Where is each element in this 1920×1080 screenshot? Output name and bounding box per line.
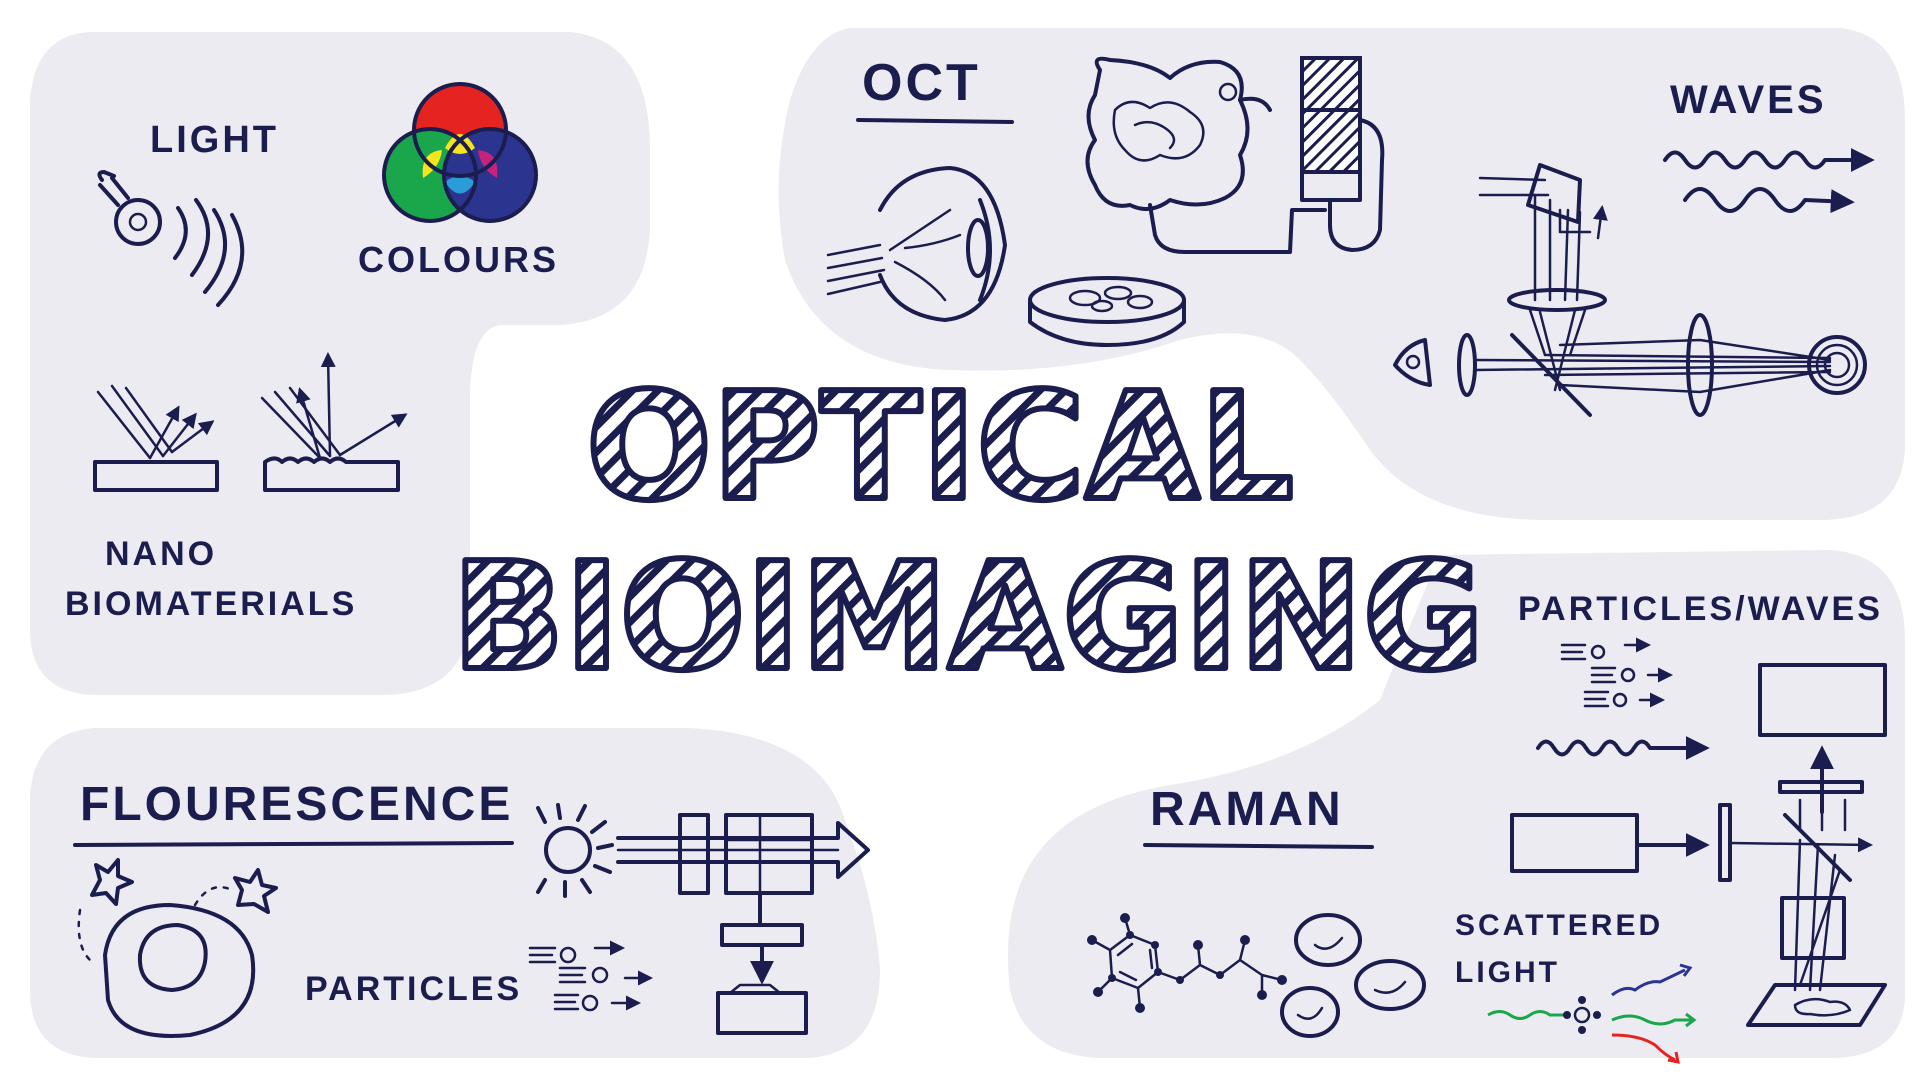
- label-colours: COLOURS: [358, 239, 559, 280]
- oct-device-icon: [1300, 56, 1385, 252]
- blob-raman: [1008, 550, 1905, 1058]
- label-light: LIGHT: [150, 119, 279, 161]
- nanomaterial-reflection-icon: [93, 352, 408, 492]
- blob-fluorescence: [30, 728, 880, 1058]
- label-nano: NANO: [105, 535, 217, 573]
- sun-icon: [536, 803, 614, 898]
- label-scattered: SCATTERED: [1455, 909, 1663, 942]
- molecule-icon: [1087, 913, 1287, 1013]
- label-oct: OCT: [862, 54, 981, 112]
- particle-waves-arrows-icon: [1536, 637, 1710, 760]
- scattered-light-icon: [1487, 963, 1697, 1064]
- blob-oct: [778, 28, 1905, 520]
- optical-setup-icon: [1393, 163, 1867, 417]
- title-bioimaging: BIOIMAGING: [452, 531, 1484, 703]
- label-particles-waves: PARTICLES/WAVES: [1518, 590, 1883, 628]
- fluorescence-underline: [73, 841, 514, 847]
- raman-underline: [1143, 843, 1374, 849]
- filter-beam-icon: [616, 813, 870, 1035]
- blood-cells-icon: [1280, 913, 1426, 1038]
- label-waves: WAVES: [1670, 78, 1827, 122]
- lightbulb-icon: [97, 170, 245, 307]
- label-raman: RAMAN: [1150, 783, 1344, 836]
- cell-icon: [103, 903, 256, 1038]
- label-biomaterials: BIOMATERIALS: [65, 585, 357, 623]
- eye-icon: [826, 166, 1007, 322]
- particle-arrows-icon: [528, 940, 653, 1012]
- petri-dish-icon: [1028, 276, 1186, 347]
- microscope-stage-icon: [1746, 983, 1887, 1027]
- title-optical: OPTICAL: [586, 361, 1294, 533]
- intestine-icon: [1085, 56, 1327, 254]
- venn-colours-icon: [382, 82, 538, 223]
- label-scattered-light: LIGHT: [1455, 956, 1560, 989]
- label-particles: PARTICLES: [305, 970, 522, 1008]
- spectrometer-icon: [1510, 663, 1887, 992]
- wave-arrows-icon: [1663, 148, 1875, 214]
- star-icon: [77, 858, 278, 962]
- oct-underline: [856, 118, 1014, 124]
- label-fluorescence: FLOURESCENCE: [80, 778, 513, 831]
